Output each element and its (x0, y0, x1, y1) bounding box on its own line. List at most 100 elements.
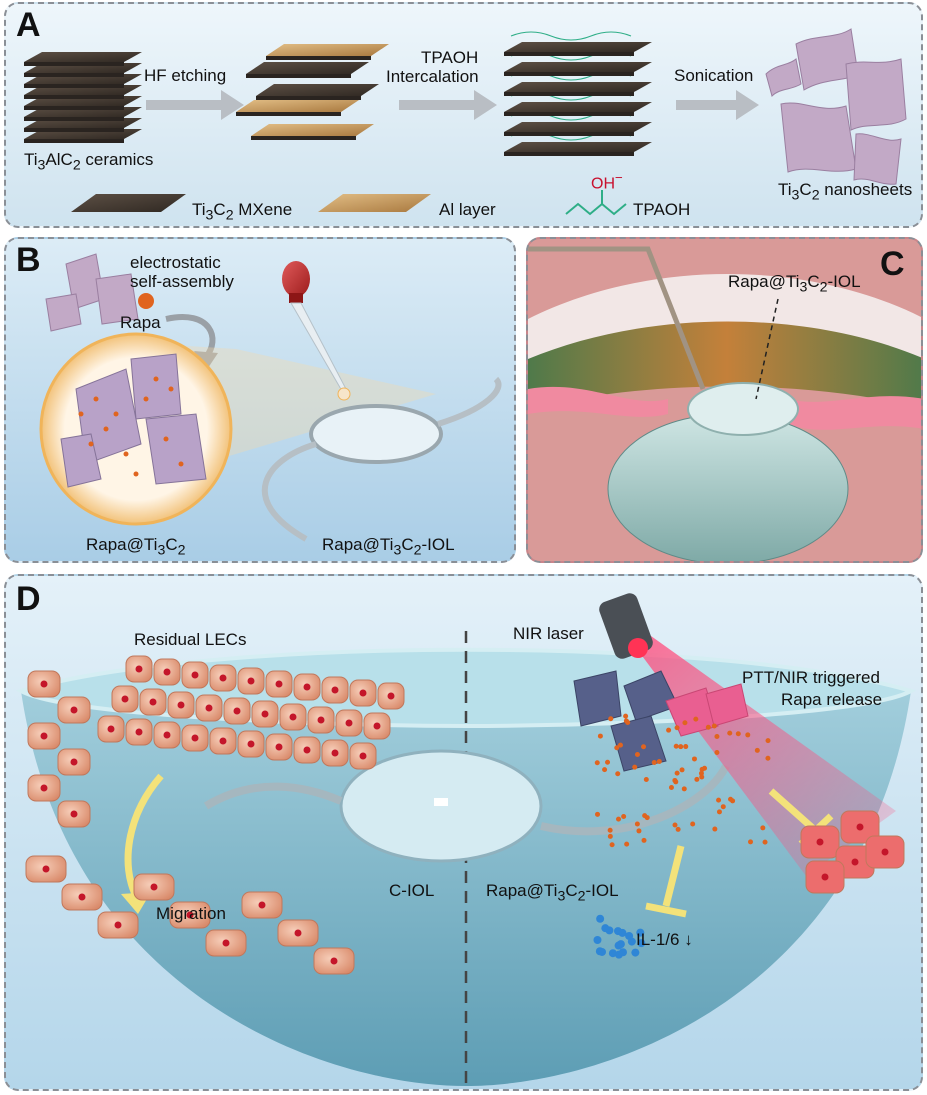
iol-label: Rapa@Ti3C2-IOL (322, 535, 455, 559)
released-rapa-dot (691, 756, 697, 762)
released-rapa-dot (683, 744, 689, 750)
intercalated-layer-edge (504, 112, 634, 116)
migrating-cell-nucleus (294, 929, 302, 937)
ceramic-layer-edge (24, 95, 124, 99)
lec-cell-nucleus (191, 671, 199, 679)
legend-tpaoh-label: TPAOH (633, 200, 691, 219)
lec-cell-nucleus (331, 749, 339, 757)
released-rapa-dot (679, 767, 685, 773)
ceramic-layer-edge (24, 117, 124, 121)
lec-cell-nucleus (219, 737, 227, 745)
released-rapa-dot (643, 776, 649, 782)
released-rapa-dot (699, 774, 705, 780)
lec-cell-nucleus (359, 752, 367, 760)
lec-cell-nucleus (233, 707, 241, 715)
etched-layer-edge (246, 74, 351, 78)
released-rapa-dot (668, 785, 674, 791)
panel-b-label: B (16, 241, 41, 279)
panel-b: B electrostatic self-assembly Rapa Rapa@… (4, 237, 516, 563)
rapa-dot (103, 426, 109, 432)
ciliary-tissue-right (788, 396, 921, 430)
released-rapa-dot (597, 733, 603, 739)
released-rapa-dot (636, 828, 642, 834)
lec-cell-nucleus (275, 680, 283, 688)
panel-c-label: C (880, 245, 905, 283)
ciliary-tissue-left (528, 386, 668, 417)
released-rapa-dot (641, 744, 647, 750)
panel-a-label: A (16, 6, 41, 44)
released-rapa-dot (632, 764, 638, 770)
lec-cell-nucleus (317, 716, 325, 724)
released-rapa-dot (681, 786, 687, 792)
released-rapa-dot (607, 833, 613, 839)
ptt-label-line2: Rapa release (781, 690, 883, 709)
released-rapa-dot (614, 745, 620, 751)
il-dot (614, 950, 623, 959)
intercalated-layer (504, 122, 652, 132)
migrating-cells (25, 855, 355, 975)
panel-d: D Residual LECs NIR laser PTT/NIR trigge… (4, 574, 923, 1091)
migrating-cell-nucleus (258, 901, 266, 909)
lec-cell-nucleus (107, 725, 115, 733)
iol-lens (261, 376, 502, 542)
il-dot (601, 924, 610, 933)
process-arrows (146, 90, 759, 120)
inhibited-cells (800, 810, 905, 894)
label-ti3c2-nanosheets: Ti3C2 nanosheets (778, 180, 913, 204)
released-rapa-dot (607, 827, 613, 833)
lec-cell-nucleus (40, 680, 48, 688)
lens-capsule (607, 413, 849, 561)
implanted-iol (687, 382, 799, 436)
released-rapa-dots (594, 713, 771, 848)
inhibited-cell-nucleus (851, 858, 859, 866)
intercalated-layer-edge (504, 92, 634, 96)
released-rapa-dot (728, 796, 734, 802)
etched-layer-edge (256, 96, 361, 100)
lec-cell-nucleus (373, 722, 381, 730)
legend-al-swatch (318, 194, 431, 212)
il-dot (616, 940, 625, 949)
assembly-arrow (165, 314, 216, 359)
panel-b-illustration (39, 253, 502, 542)
intercalated-layer-edge (504, 52, 634, 56)
il-dot (625, 931, 634, 940)
released-rapa-dot (666, 727, 672, 733)
step-intercalation: Intercalation (386, 67, 479, 86)
surgical-instrument (528, 246, 706, 390)
ptt-label-line1: PTT/NIR triggered (742, 668, 880, 687)
rapa-molecule (138, 293, 154, 309)
loaded-nanosheets (60, 353, 207, 488)
intercalated-layer-edge (504, 152, 634, 156)
legend-mxene-swatch (71, 194, 186, 212)
step-hf-etching: HF etching (144, 66, 227, 85)
rapa-dot (143, 396, 149, 402)
rapa-dot (168, 386, 174, 392)
lec-cell-nucleus (387, 692, 395, 700)
released-rapa-dot (765, 755, 771, 761)
migrating-cell-nucleus (42, 865, 50, 873)
etched-layer (236, 100, 359, 112)
lec-cell-nucleus (303, 683, 311, 691)
released-rapa-dot (616, 816, 622, 822)
lec-cell-nucleus (275, 743, 283, 751)
rapa-dot (163, 436, 169, 442)
legend-tpaoh-molecule (565, 190, 627, 216)
released-rapa-dot (623, 713, 629, 719)
released-rapa-dot (716, 797, 722, 803)
lec-cell-nucleus (331, 686, 339, 694)
released-rapa-dot (672, 777, 678, 783)
complex-label: Rapa@Ti3C2 (86, 535, 186, 559)
lec-cell-nucleus (177, 701, 185, 709)
il-cytokine-dots (593, 914, 646, 959)
released-rapa-dot (634, 821, 640, 827)
released-rapa-dot (641, 837, 647, 843)
released-rapa-dot (634, 751, 640, 757)
etched-layer-edge (266, 56, 371, 60)
residual-lecs-label: Residual LECs (134, 630, 247, 649)
released-rapa-dot (745, 732, 751, 738)
intercalated-layer (504, 102, 652, 112)
released-rapa-dot (642, 813, 648, 819)
released-rapa-dot (705, 724, 711, 730)
rapa-dot (113, 411, 119, 417)
panel-d-label: D (16, 580, 41, 618)
